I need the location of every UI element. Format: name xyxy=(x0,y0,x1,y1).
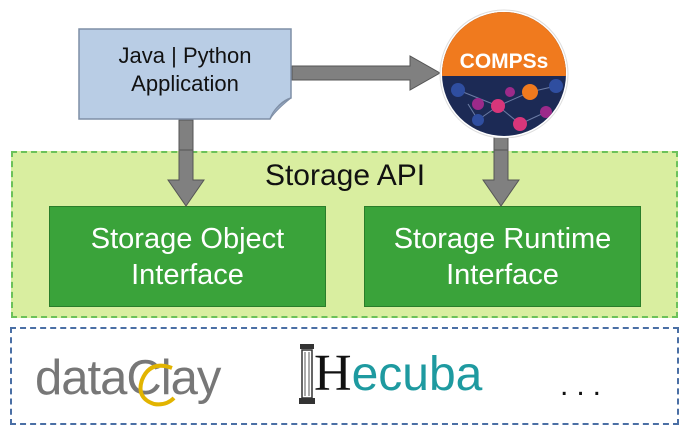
storage-object-interface-line2: Interface xyxy=(131,258,244,291)
compss-logo-text: COMPSs xyxy=(460,50,549,73)
application-label-line1: Java | Python xyxy=(118,43,252,68)
document-shape xyxy=(78,28,292,120)
hecuba-wordmark: Hecuba xyxy=(314,346,482,403)
application-document-box: Java | Python Application xyxy=(78,28,292,120)
runtime-arrow-head xyxy=(482,149,520,207)
storage-runtime-interface-box: Storage Runtime Interface xyxy=(364,206,641,307)
storage-object-interface-line1: Storage Object xyxy=(90,222,285,255)
dataclay-logo: dataClay xyxy=(35,351,221,405)
more-backends-ellipsis: ... xyxy=(560,369,610,402)
dataclay-swoosh-icon xyxy=(138,363,176,407)
hecuba-initial: H xyxy=(314,345,352,402)
application-label-line2: Application xyxy=(131,71,239,96)
storage-backends-region xyxy=(10,327,679,425)
application-label: Java | Python Application xyxy=(78,42,292,98)
object-arrow-head xyxy=(167,149,205,207)
app-to-compss-arrow xyxy=(291,55,442,91)
storage-runtime-interface-line1: Storage Runtime xyxy=(393,222,612,255)
storage-api-title: Storage API xyxy=(264,159,426,192)
storage-runtime-interface-line2: Interface xyxy=(446,258,559,291)
hecuba-column-icon xyxy=(299,344,315,404)
hecuba-logo: Hecuba xyxy=(296,342,496,406)
compss-logo: COMPSs xyxy=(439,9,569,138)
storage-object-interface-box: Storage Object Interface xyxy=(49,206,326,307)
hecuba-rest: ecuba xyxy=(351,348,483,401)
